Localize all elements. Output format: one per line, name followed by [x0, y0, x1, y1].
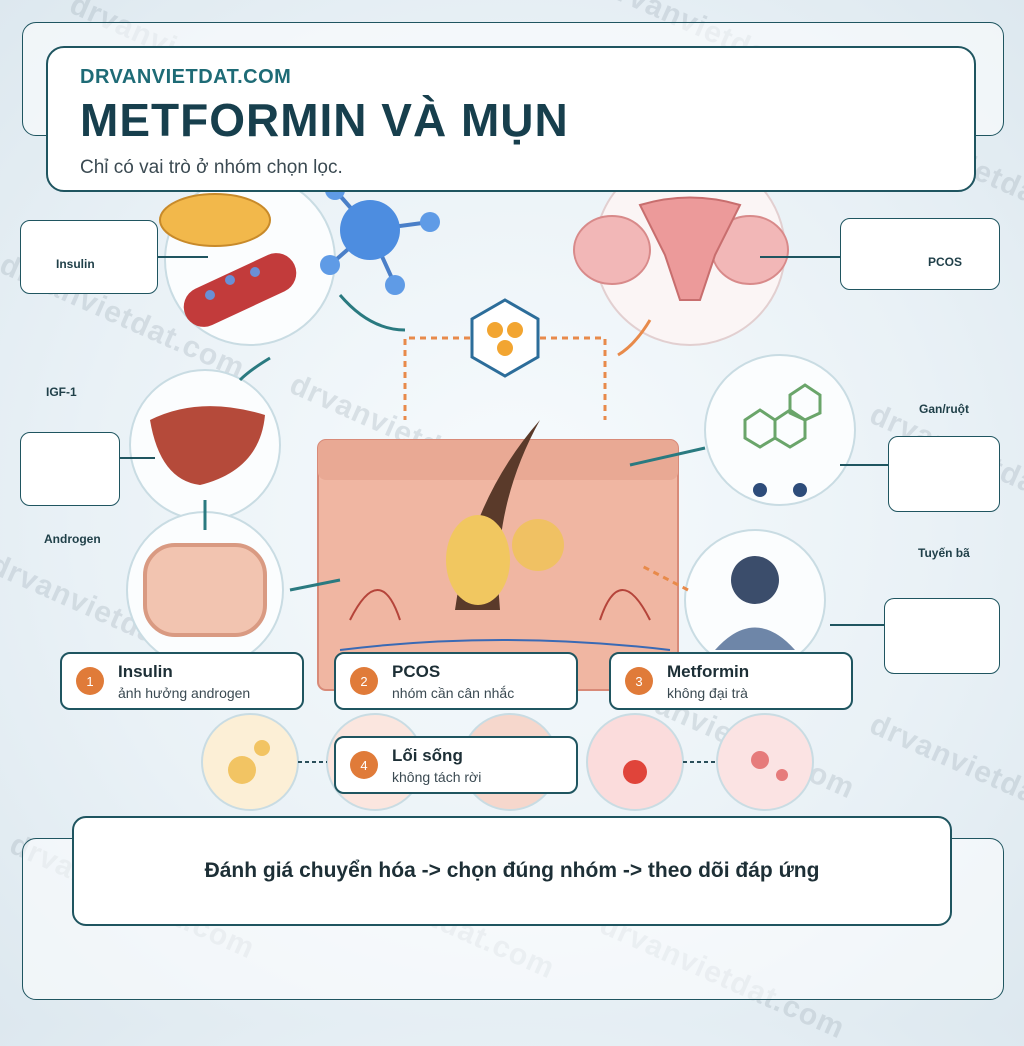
- card-title: Insulin: [118, 661, 173, 681]
- sebaceous-gland: [512, 519, 564, 571]
- arrow-dashed-left: [403, 336, 470, 420]
- header-card: DRVANVIETDAT.COM METFORMIN VÀ MỤN Chỉ có…: [46, 46, 976, 192]
- card-subtitle: không đại trà: [667, 684, 748, 701]
- side-box-tuyen-ba: [884, 598, 1000, 674]
- illustration: [117, 154, 888, 811]
- brand-name: DRVANVIETDAT.COM: [80, 66, 292, 88]
- sebum-pocket: [446, 515, 510, 605]
- info-card-4: 4 Lối sống không tách rời: [334, 736, 578, 794]
- arrow-insulin-to-center: [338, 294, 406, 332]
- label-androgen: Androgen: [44, 532, 101, 546]
- label-insulin: Insulin: [56, 257, 95, 271]
- label-gan-ruot: Gan/ruột: [919, 402, 969, 416]
- arrow-stress-to-skin: [639, 563, 689, 592]
- hexagon-molecule-icon: [470, 298, 540, 378]
- steroid-circle: [704, 354, 856, 506]
- intestine-shape: [143, 543, 267, 637]
- badge-number: 1: [76, 667, 104, 695]
- steroid-molecule-icon: [743, 383, 822, 449]
- side-box-pcos: [840, 218, 1000, 290]
- arrow-dashed-right: [540, 336, 607, 420]
- info-card-1: 1 Insulin ảnh hưởng androgen: [60, 652, 304, 710]
- arrow-pcos-to-center: [617, 319, 652, 357]
- side-box-insulin: [20, 220, 158, 294]
- arrow-steroid-to-skin: [629, 446, 706, 467]
- pancreas-shape: [159, 193, 271, 247]
- card-subtitle: ảnh hưởng androgen: [118, 684, 251, 701]
- card-subtitle: không tách rời: [392, 768, 482, 785]
- card-title: Lối sống: [392, 745, 463, 765]
- side-box-gan-ruot: [888, 436, 1000, 512]
- badge-number: 3: [625, 667, 653, 695]
- uterus-shape: [638, 196, 742, 301]
- page-subtitle: Chỉ có vai trò ở nhóm chọn lọc.: [80, 157, 343, 178]
- badge-number: 2: [350, 667, 378, 695]
- arrow-to-liver: [238, 356, 271, 382]
- page-title: METFORMIN VÀ MỤN: [80, 94, 569, 146]
- label-tuyen-ba: Tuyến bã: [918, 546, 970, 560]
- info-card-3: 3 Metformin không đại trà: [609, 652, 853, 710]
- info-card-2: 2 PCOS nhóm cần cân nhắc: [334, 652, 578, 710]
- arrow-gut-to-skin: [289, 578, 341, 592]
- label-pcos: PCOS: [928, 255, 963, 269]
- label-igf1: IGF-1: [46, 385, 77, 399]
- blood-vessel-shape: [183, 253, 297, 327]
- liver-shape: [150, 406, 265, 485]
- person-head: [731, 556, 779, 604]
- footer-summary: Đánh giá chuyển hóa -> chọn đúng nhóm ->…: [204, 859, 820, 882]
- insulin-molecule-icon: [320, 180, 440, 295]
- footer-card: Đánh giá chuyển hóa -> chọn đúng nhóm ->…: [72, 816, 952, 926]
- person-body: [715, 627, 795, 650]
- card-subtitle: nhóm cần cân nhắc: [392, 684, 515, 701]
- ovary-left: [573, 215, 651, 285]
- card-title: PCOS: [392, 661, 441, 681]
- badge-number: 4: [350, 751, 378, 779]
- side-box-igf1: [20, 432, 120, 506]
- card-title: Metformin: [667, 661, 750, 681]
